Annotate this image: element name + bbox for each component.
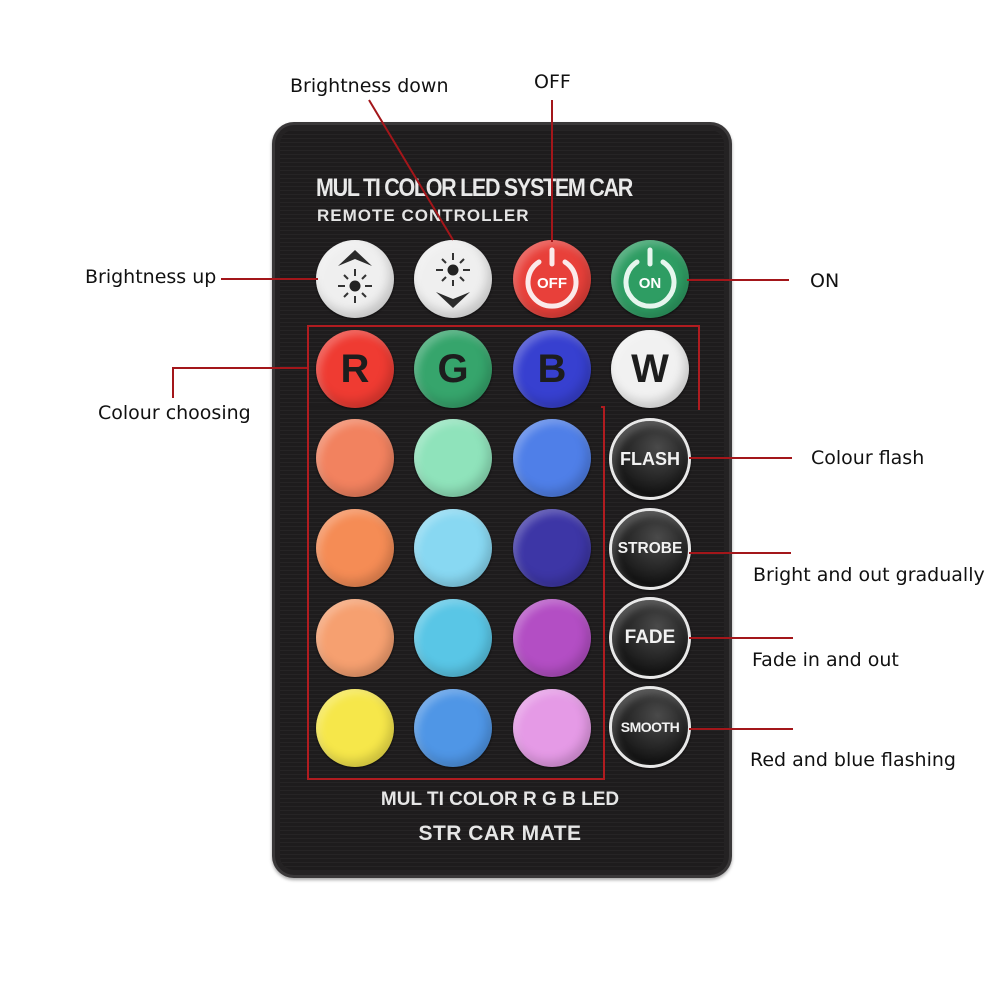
remote-subtitle: REMOTE CONTROLLER <box>317 206 530 225</box>
label-strobe: Bright and out gradually <box>753 564 985 586</box>
label-colour-flash: Colour flash <box>811 447 925 469</box>
colour-button[interactable] <box>513 419 591 497</box>
strobe-button[interactable]: STROBE <box>609 508 691 590</box>
colour-button[interactable] <box>414 689 492 767</box>
red-button-label: R <box>340 346 370 391</box>
colour-button[interactable] <box>316 689 394 767</box>
colour-button[interactable] <box>414 599 492 677</box>
fade-button-label: FADE <box>624 627 676 648</box>
blue-button-label: B <box>537 346 567 391</box>
green-button[interactable]: G <box>414 330 492 408</box>
remote-footer-line1: MUL TI COLOR R G B LED <box>380 789 620 810</box>
label-brightness-up: Brightness up <box>85 266 217 288</box>
off-button[interactable]: OFF <box>513 240 591 318</box>
colour-button[interactable] <box>513 509 591 587</box>
colour-section-frame-left-edge <box>307 325 309 777</box>
smooth-button[interactable]: SMOOTH <box>609 686 691 768</box>
brightness-up-icon <box>338 250 372 303</box>
smooth-button-label: SMOOTH <box>620 719 680 735</box>
colour-button[interactable] <box>513 599 591 677</box>
off-button-label: OFF <box>537 274 567 292</box>
power-icon <box>623 247 677 309</box>
white-button[interactable]: W <box>611 330 689 408</box>
colour-button[interactable] <box>316 419 394 497</box>
brightness-down-icon <box>436 253 470 308</box>
colour-button[interactable] <box>414 509 492 587</box>
label-smooth: Red and blue flashing <box>750 749 956 771</box>
remote-title: MUL TI COLOR LED SYSTEM CAR <box>316 174 633 202</box>
remote-footer-line2: STR CAR MATE <box>418 822 582 845</box>
label-off: OFF <box>534 71 571 93</box>
label-on: ON <box>810 270 840 292</box>
flash-button-label: FLASH <box>620 448 680 469</box>
white-button-label: W <box>631 346 669 391</box>
blue-button[interactable]: B <box>513 330 591 408</box>
power-icon <box>525 247 579 309</box>
label-colour-choosing: Colour choosing <box>98 402 251 424</box>
colour-button[interactable] <box>316 599 394 677</box>
brightness-up-button[interactable] <box>316 240 394 318</box>
colour-button[interactable] <box>414 419 492 497</box>
brightness-down-button[interactable] <box>414 240 492 318</box>
green-button-label: G <box>437 346 469 391</box>
on-button-label: ON <box>638 274 662 292</box>
colour-button[interactable] <box>316 509 394 587</box>
label-brightness-down: Brightness down <box>290 75 449 97</box>
strobe-button-label: STROBE <box>617 540 683 557</box>
colour-button[interactable] <box>513 689 591 767</box>
on-button[interactable]: ON <box>611 240 689 318</box>
label-fade: Fade in and out <box>752 649 899 671</box>
fade-button[interactable]: FADE <box>609 597 691 679</box>
red-button[interactable]: R <box>316 330 394 408</box>
